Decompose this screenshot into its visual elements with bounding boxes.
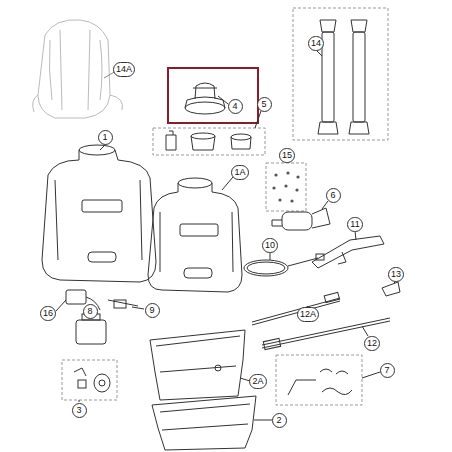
callout-number: 2 [272,413,287,428]
battery [76,314,106,344]
pump [272,208,330,230]
nozzle [382,282,400,296]
wand [262,318,390,350]
callout-number: 12A [297,307,319,322]
callout-number: 7 [380,363,395,378]
callout-number: 16 [40,306,56,321]
switch-parts [74,368,110,392]
tank-base [152,396,256,450]
spray-handle [312,236,384,268]
callout-number: 13 [388,267,404,282]
tank-base [150,330,245,400]
screws [272,171,299,202]
callout-number: 3 [72,403,87,418]
callout-number: 4 [228,99,243,114]
tank [148,178,242,292]
callout-number: 2A [249,374,266,389]
callout-number: 9 [145,303,160,318]
callout-number: 14A [113,62,135,77]
harness [33,20,123,118]
callout-number: 1 [98,130,113,145]
straps [318,20,369,134]
callout-number: 14 [308,36,324,51]
callout-number: 10 [262,238,278,253]
callout-number: 6 [326,188,341,203]
wand [252,292,340,325]
callout-number: 1A [231,165,248,180]
strainers [166,131,251,150]
callout-number: 8 [83,304,98,319]
hose [244,254,324,276]
callout-number: 15 [279,148,295,163]
tank [42,145,156,282]
tank-lid [185,83,225,114]
fittings [288,369,352,395]
callout-number: 12 [364,336,380,351]
callout-number: 5 [257,97,272,112]
callout-number: 11 [347,217,362,232]
